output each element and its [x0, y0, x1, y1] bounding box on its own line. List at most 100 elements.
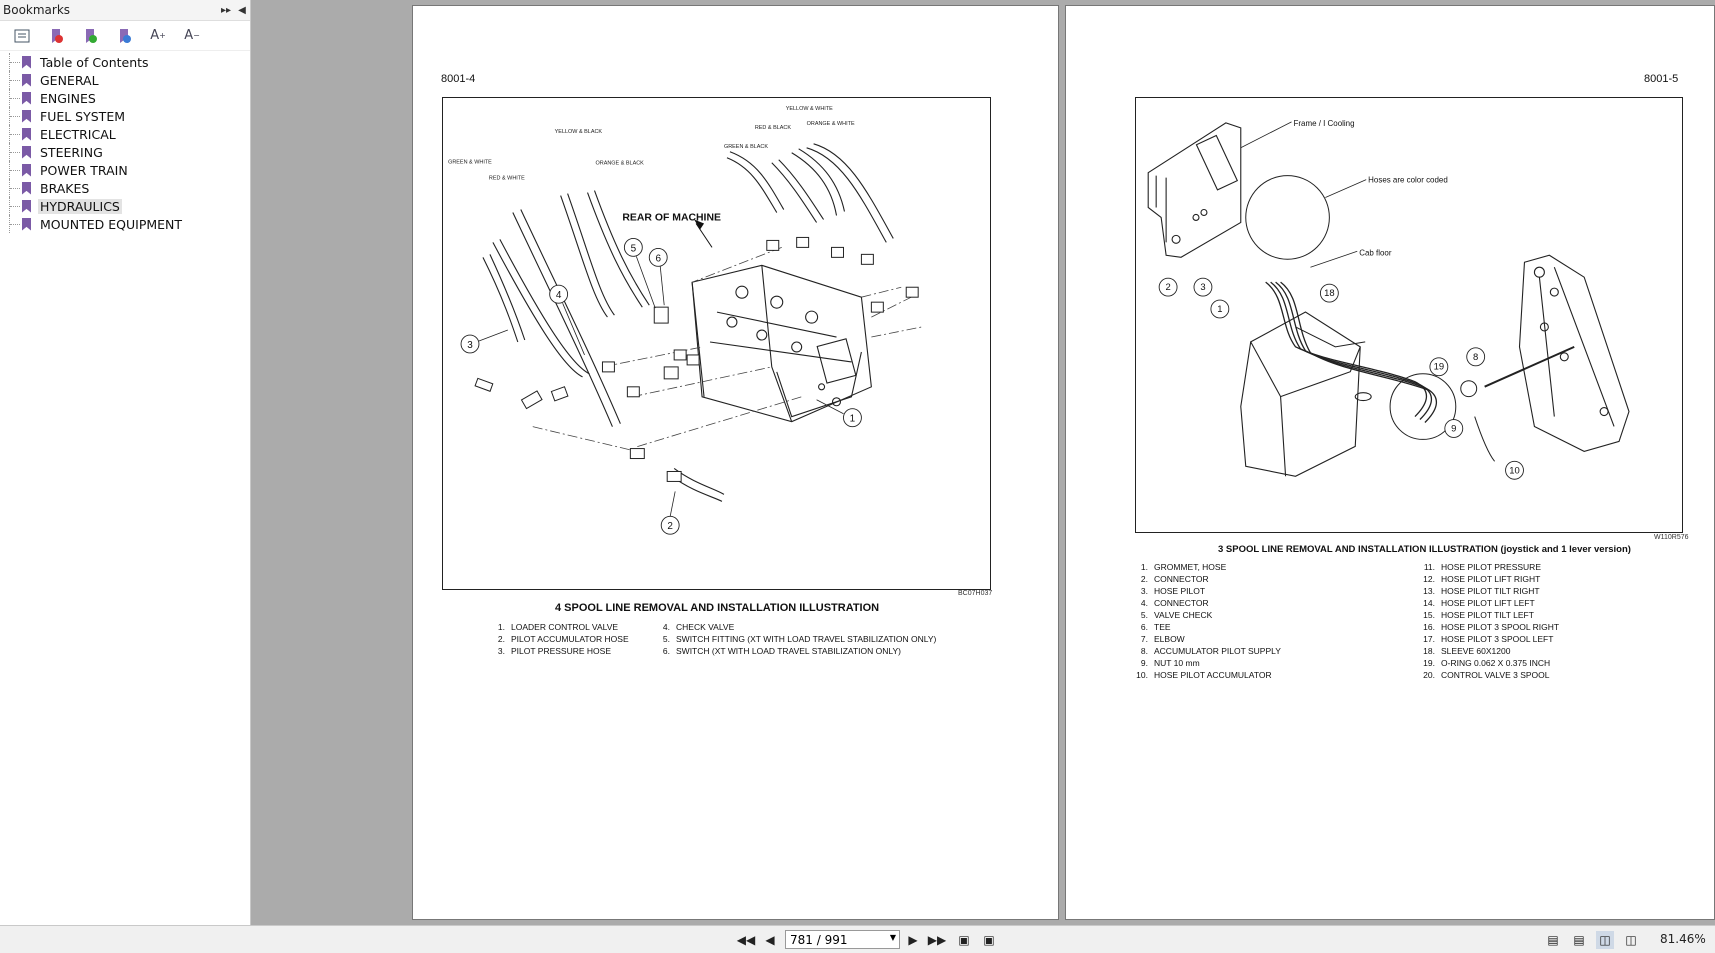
bookmark-item[interactable]: ELECTRICAL	[0, 125, 250, 143]
callout-5: 5	[631, 243, 637, 254]
tree-line	[9, 197, 21, 215]
bookmark-item[interactable]: STEERING	[0, 143, 250, 161]
cab-floor-label: Cab floor	[1359, 248, 1392, 257]
figure-caption: 3 SPOOL LINE REMOVAL AND INSTALLATION IL…	[1218, 544, 1631, 555]
go-forward-view-icon[interactable]: ▣	[983, 933, 995, 947]
legend-item: 11.HOSE PILOT PRESSURE	[1423, 562, 1541, 572]
hoses-drawing	[482, 143, 894, 502]
callout-6: 6	[655, 253, 661, 264]
bookmark-icon	[22, 109, 31, 123]
previous-page-icon[interactable]: ◀	[765, 933, 775, 947]
hoses-color-label: Hoses are color coded	[1368, 176, 1448, 185]
collapse-panel-icon[interactable]: ◀	[238, 4, 246, 16]
bookmark-label: BRAKES	[40, 180, 90, 196]
legend-item: 3.PILOT PRESSURE HOSE	[497, 646, 611, 656]
bookmark-label: HYDRAULICS	[38, 198, 122, 214]
bookmarks-header: Bookmarks ▸▸ ◀	[0, 0, 250, 21]
bookmark-icon	[22, 55, 31, 69]
bookmark-item[interactable]: POWER TRAIN	[0, 161, 250, 179]
document-view[interactable]: 8001-4	[252, 0, 1715, 925]
continuous-view-icon[interactable]: ▤	[1573, 933, 1585, 947]
legend-item: 4.CONNECTOR	[1140, 598, 1209, 608]
figure-4-spool: GREEN & WHITE RED & WHITE YELLOW & BLACK…	[442, 97, 991, 590]
callout-2: 2	[1165, 282, 1170, 293]
legend-item: 9.NUT 10 mm	[1140, 658, 1200, 668]
bookmark-options-icon[interactable]	[6, 24, 38, 48]
status-bar: ◀◀ ◀ 781 / 991 ▼ ▶ ▶▶ ▣ ▣ ▤ ▤ ◫ ◫ 81.46%	[0, 925, 1715, 953]
legend-item: 2.CONNECTOR	[1140, 574, 1209, 584]
bookmark-item[interactable]: GENERAL	[0, 71, 250, 89]
legend-item: 1.GROMMET, HOSE	[1140, 562, 1227, 572]
tree-line	[9, 215, 21, 233]
next-page-icon[interactable]: ▶	[908, 933, 918, 947]
bookmark-item[interactable]: Table of Contents	[0, 53, 250, 71]
figure-code: BC07H037	[958, 590, 993, 597]
single-page-view-icon[interactable]: ▤	[1547, 933, 1559, 947]
hose-label: RED & BLACK	[755, 125, 792, 131]
tree-line	[9, 71, 21, 89]
frame-label: Frame / I Cooling	[1294, 119, 1355, 128]
callout-1: 1	[1217, 304, 1222, 315]
decrease-text-size-icon[interactable]: A−	[184, 28, 200, 43]
increase-text-size-icon[interactable]: A+	[150, 28, 166, 43]
tree-line	[9, 89, 21, 107]
frame-drawing	[1147, 122, 1242, 258]
bookmark-icon	[22, 163, 31, 177]
legend-item: 13.HOSE PILOT TILT RIGHT	[1423, 586, 1540, 596]
first-page-icon[interactable]: ◀◀	[736, 933, 756, 947]
bookmarks-title: Bookmarks	[3, 3, 71, 17]
bookmark-item[interactable]: ENGINES	[0, 89, 250, 107]
page-right: 8001-5	[1065, 5, 1715, 920]
go-back-view-icon[interactable]: ▣	[958, 933, 970, 947]
legend-item: 15.HOSE PILOT TILT LEFT	[1423, 610, 1534, 620]
bookmark-item[interactable]: HYDRAULICS	[0, 197, 250, 215]
hose-label: ORANGE & BLACK	[595, 161, 644, 167]
legend-item: 8.ACCUMULATOR PILOT SUPPLY	[1140, 646, 1281, 656]
two-page-view-icon[interactable]: ◫	[1596, 931, 1614, 949]
legend-item: 19.O-RING 0.062 X 0.375 INCH	[1423, 658, 1551, 668]
tree-line	[9, 179, 21, 197]
hose-label: ORANGE & WHITE	[807, 121, 855, 127]
callout-2: 2	[667, 521, 673, 532]
add-bookmark-icon[interactable]	[74, 24, 106, 48]
hose-label: YELLOW & BLACK	[555, 129, 603, 135]
two-page-continuous-view-icon[interactable]: ◫	[1625, 933, 1637, 947]
hose-label: GREEN & WHITE	[448, 160, 492, 166]
page-number-field[interactable]: 781 / 991 ▼	[785, 930, 900, 949]
find-bookmark-icon[interactable]	[108, 24, 140, 48]
bookmark-item[interactable]: MOUNTED EQUIPMENT	[0, 215, 250, 233]
callout-4: 4	[556, 290, 562, 301]
legend-item: 18.SLEEVE 60X1200	[1423, 646, 1511, 656]
expand-panel-icon[interactable]: ▸▸	[220, 4, 232, 16]
legend-item: 3.HOSE PILOT	[1140, 586, 1206, 596]
chevron-down-icon[interactable]: ▼	[889, 933, 896, 942]
figure-4-spool-drawing: GREEN & WHITE RED & WHITE YELLOW & BLACK…	[448, 106, 922, 535]
label-leaders	[1240, 121, 1367, 268]
detail-circles	[1245, 175, 1495, 462]
bookmark-label: STEERING	[40, 144, 103, 160]
page-number: 8001-4	[441, 73, 476, 85]
callouts	[1158, 277, 1524, 480]
figure-code: W110R576	[1654, 534, 1689, 541]
bookmark-icon	[22, 127, 31, 141]
bookmark-item[interactable]: FUEL SYSTEM	[0, 107, 250, 125]
legend-item: 1.LOADER CONTROL VALVE	[497, 622, 619, 632]
bookmark-label: POWER TRAIN	[40, 162, 128, 178]
bookmark-item[interactable]: BRAKES	[0, 179, 250, 197]
bookmark-icon	[22, 91, 31, 105]
callout-1: 1	[850, 414, 856, 425]
delete-bookmark-icon[interactable]	[40, 24, 72, 48]
legend-item: 20.CONTROL VALVE 3 SPOOL	[1423, 670, 1550, 680]
loader-arm-drawing	[1484, 254, 1630, 452]
legend-item: 6.TEE	[1140, 622, 1171, 632]
legend-item: 5.SWITCH FITTING (XT WITH LOAD TRAVEL ST…	[662, 634, 937, 644]
callout-10: 10	[1509, 465, 1520, 476]
callout-3: 3	[467, 340, 473, 351]
last-page-icon[interactable]: ▶▶	[927, 933, 947, 947]
zoom-level[interactable]: 81.46%	[1660, 932, 1706, 946]
callouts	[460, 237, 862, 535]
callout-18: 18	[1324, 288, 1335, 299]
rear-of-machine-label: REAR OF MACHINE	[622, 213, 721, 224]
